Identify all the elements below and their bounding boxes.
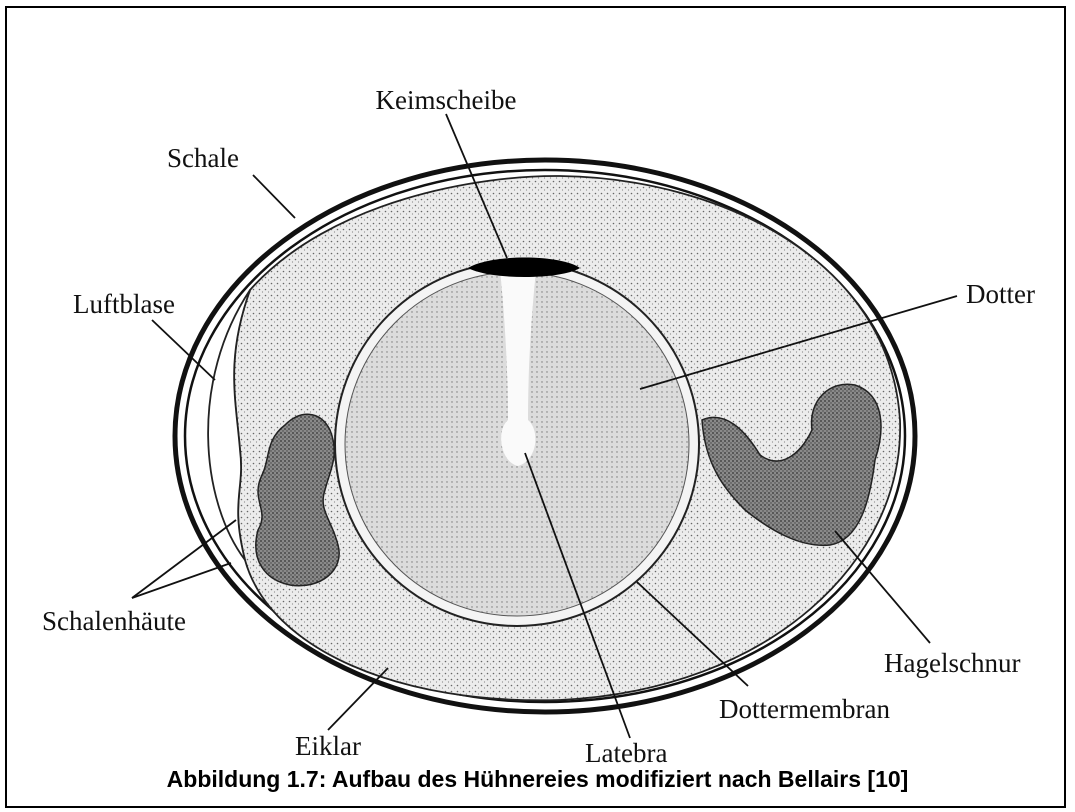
label-keimscheibe: Keimscheibe bbox=[376, 85, 517, 115]
leader-schalenhaeute-1 bbox=[132, 520, 236, 598]
leader-schale bbox=[253, 175, 295, 218]
label-schalenhaeute: Schalenhäute bbox=[42, 606, 186, 636]
label-schale: Schale bbox=[167, 143, 239, 173]
label-latebra: Latebra bbox=[585, 738, 667, 768]
figure-caption: Abbildung 1.7: Aufbau des Hühnereies mod… bbox=[0, 766, 1075, 793]
label-dotter: Dotter bbox=[966, 279, 1035, 309]
label-eiklar: Eiklar bbox=[295, 731, 361, 761]
leader-schalenhaeute-2 bbox=[132, 563, 231, 598]
label-luftblase: Luftblase bbox=[73, 289, 175, 319]
leader-eiklar bbox=[328, 668, 388, 730]
label-hagelschnur: Hagelschnur bbox=[884, 648, 1020, 678]
label-dottermembran: Dottermembran bbox=[719, 694, 890, 724]
